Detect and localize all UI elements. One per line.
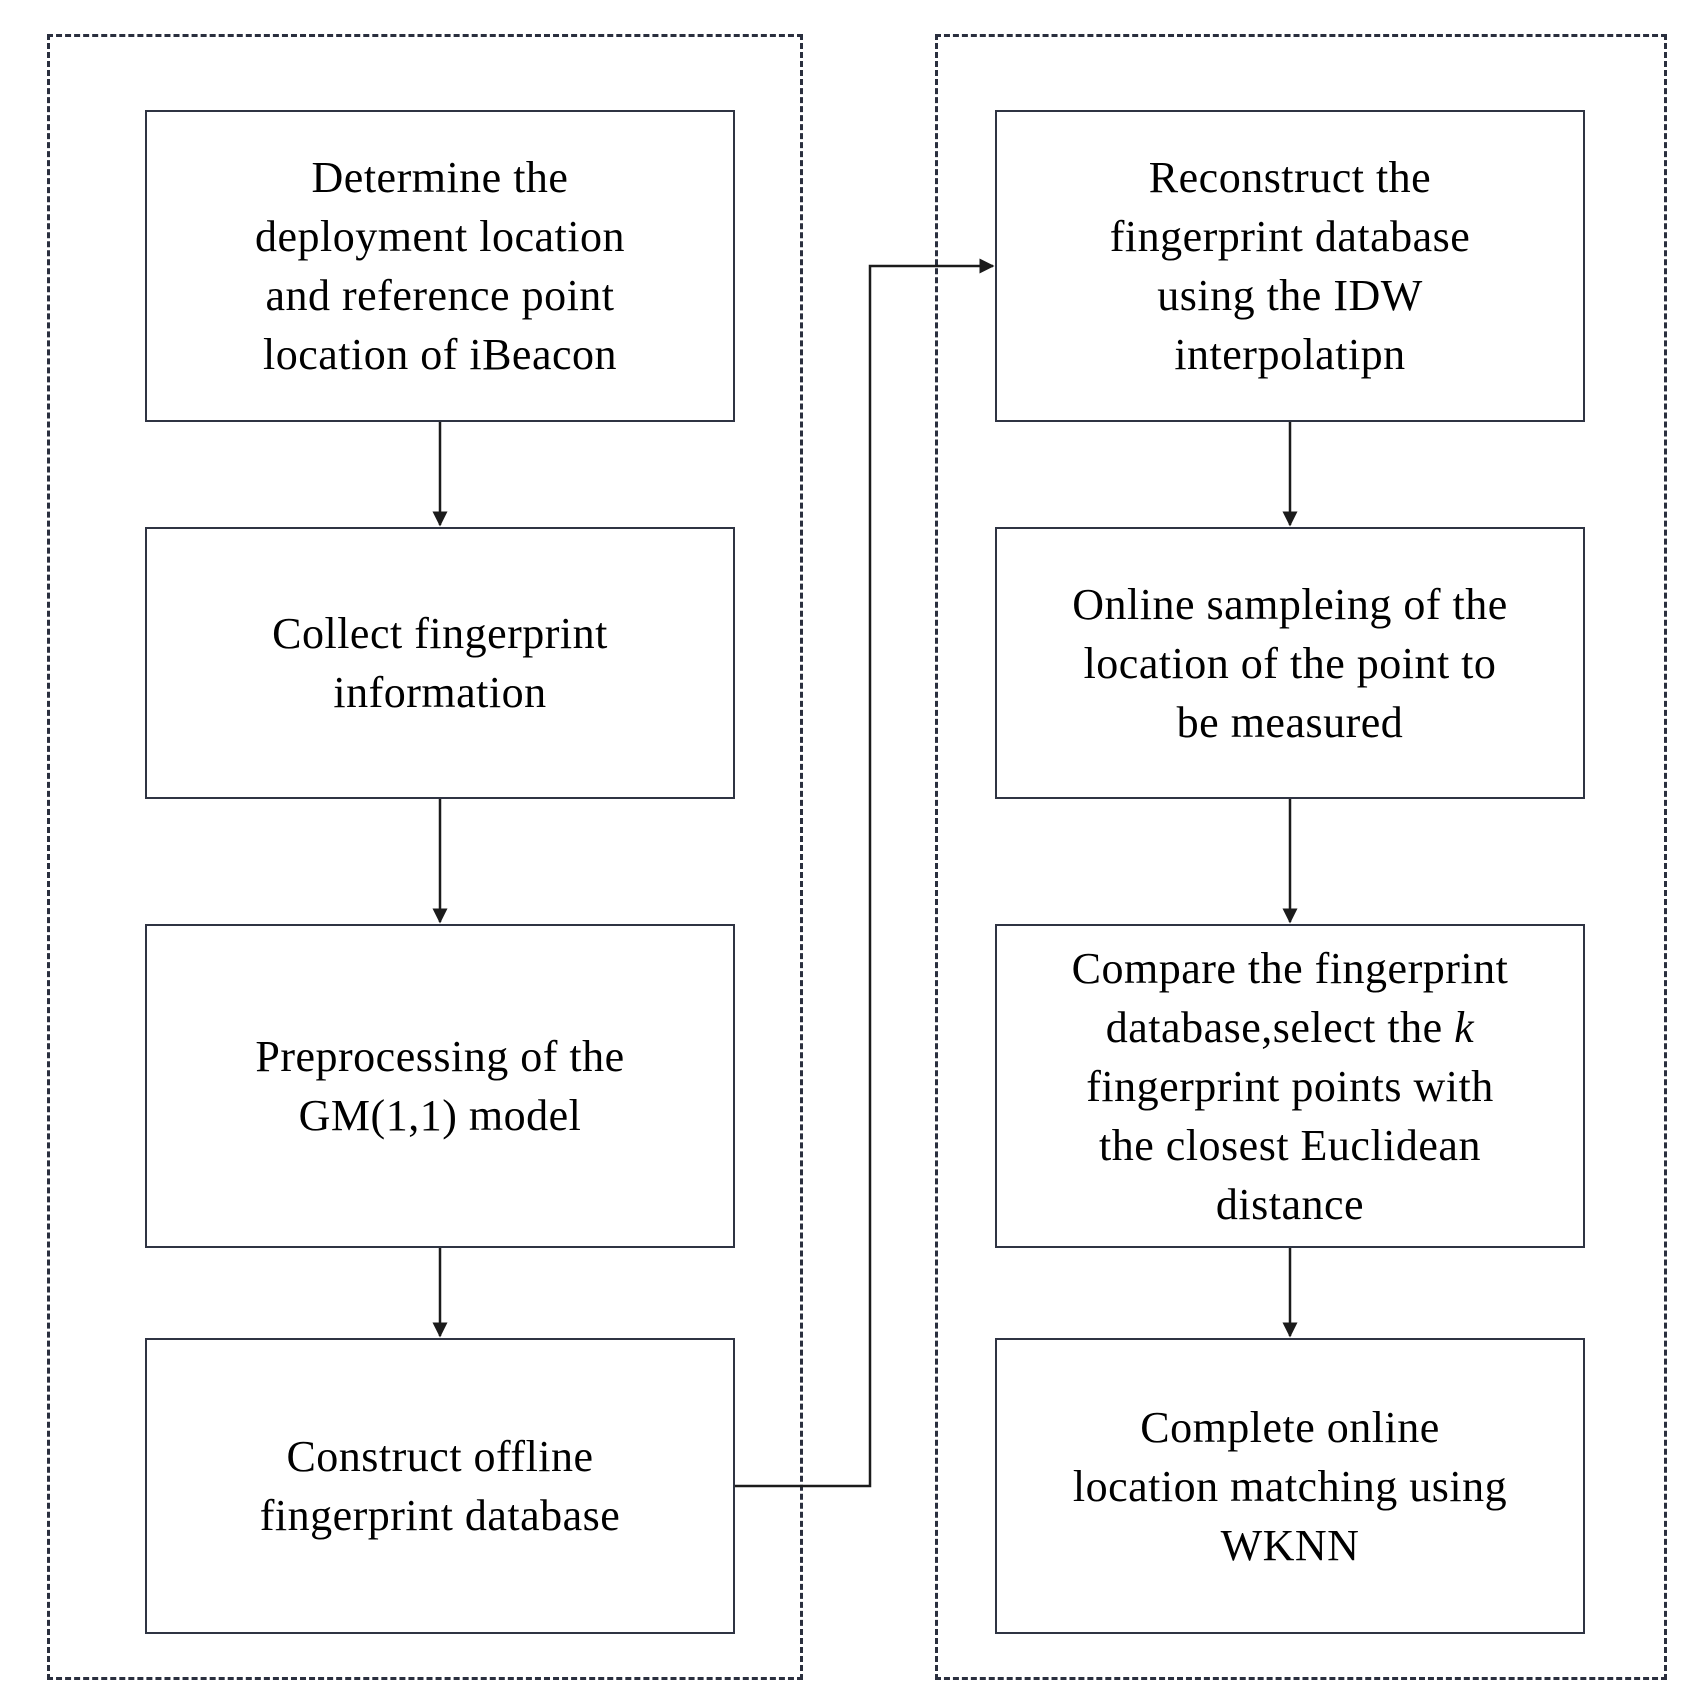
step-complete-line: Complete online	[1140, 1402, 1440, 1452]
step-preprocess-box: Preprocessing of the GM(1,1) model	[145, 924, 735, 1248]
step-online-line: location of the point to	[1083, 638, 1497, 688]
step-compare-line: distance	[1215, 1179, 1365, 1229]
step-collect-line: Collect fingerprint	[272, 609, 608, 658]
step-construct-text: Construct offline fingerprint database	[260, 1427, 621, 1545]
step-collect-text: Collect fingerprint information	[272, 604, 608, 722]
step-construct-box: Construct offline fingerprint database	[145, 1338, 735, 1634]
step-reconstruct-line: fingerprint database	[1109, 212, 1471, 261]
step-complete-line: WKNN	[1220, 1520, 1360, 1570]
step-complete-text: Complete online location matching using …	[1073, 1398, 1507, 1575]
step-determine-line: location of iBeacon	[262, 330, 618, 379]
step-compare-box: Compare the fingerprint database,select …	[995, 924, 1585, 1248]
step-compare-text: Compare the fingerprint database,select …	[1072, 939, 1509, 1234]
step-reconstruct-line: using the IDW	[1157, 271, 1423, 320]
step-preprocess-line: Preprocessing of the	[255, 1032, 625, 1081]
step-online-box: Online sampleing of the location of the …	[995, 527, 1585, 799]
step-complete-line: location matching using	[1072, 1461, 1508, 1511]
step-reconstruct-line: interpolatipn	[1174, 330, 1406, 379]
step-compare-line: Compare the fingerprint	[1071, 943, 1509, 993]
step-collect-box: Collect fingerprint information	[145, 527, 735, 799]
step-construct-line: Construct offline	[286, 1432, 594, 1481]
step-determine-line: Determine the	[311, 153, 569, 202]
step-preprocess-text: Preprocessing of the GM(1,1) model	[255, 1027, 624, 1145]
step-online-text: Online sampleing of the location of the …	[1072, 575, 1508, 752]
step-compare-line: database,select the k	[1072, 998, 1509, 1057]
step-collect-line: information	[333, 668, 547, 717]
step-compare-line: fingerprint points with	[1086, 1061, 1494, 1111]
step-determine-line: deployment location	[255, 212, 625, 261]
step-online-line: be measured	[1176, 697, 1404, 747]
k-symbol: k	[1454, 1002, 1475, 1052]
step-compare-line-part: database,select the	[1105, 1002, 1455, 1052]
step-reconstruct-line: Reconstruct the	[1148, 153, 1432, 202]
step-determine-line: and reference point	[265, 271, 615, 320]
step-online-line: Online sampleing of the	[1072, 579, 1508, 629]
step-determine-text: Determine the deployment location and re…	[255, 148, 625, 384]
step-construct-line: fingerprint database	[259, 1491, 621, 1540]
step-compare-line: the closest Euclidean	[1099, 1120, 1481, 1170]
step-determine-box: Determine the deployment location and re…	[145, 110, 735, 422]
step-reconstruct-box: Reconstruct the fingerprint database usi…	[995, 110, 1585, 422]
step-preprocess-line: GM(1,1) model	[298, 1091, 582, 1140]
step-reconstruct-text: Reconstruct the fingerprint database usi…	[1110, 148, 1471, 384]
step-complete-box: Complete online location matching using …	[995, 1338, 1585, 1634]
